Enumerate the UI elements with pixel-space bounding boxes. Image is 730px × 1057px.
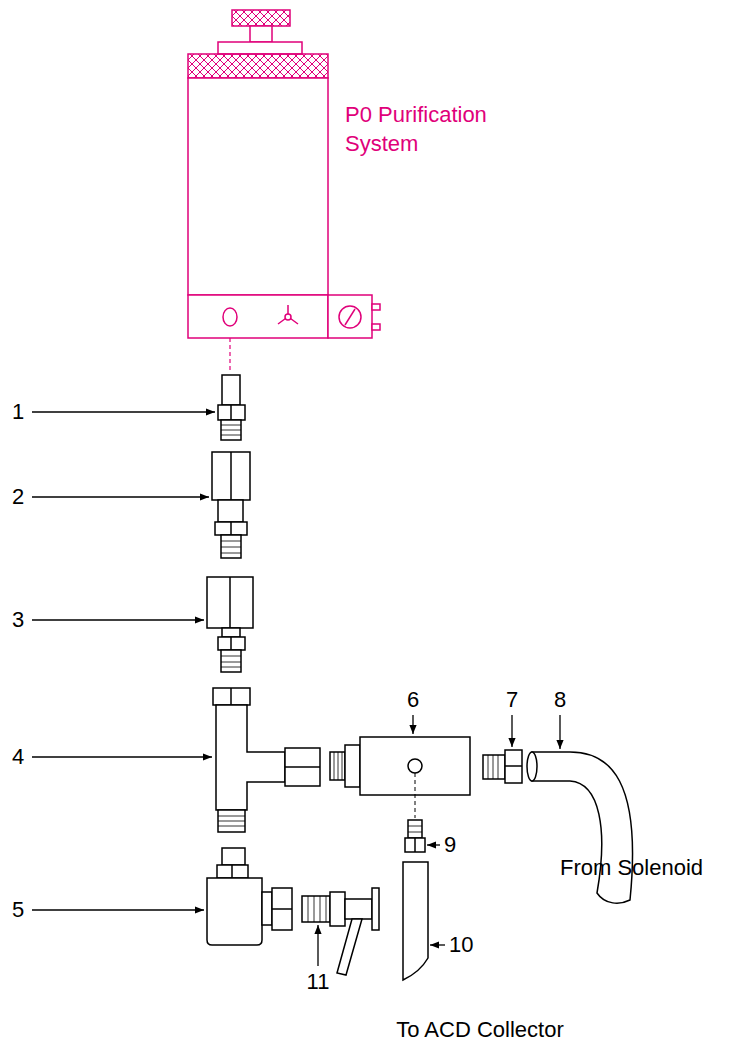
callout-number: 9 (444, 831, 456, 860)
callout-number: 7 (506, 686, 518, 715)
callout-number: 11 (307, 968, 330, 997)
callout-number: 5 (12, 896, 24, 925)
callout-number: 2 (12, 483, 24, 512)
callout-number: 6 (407, 686, 419, 715)
purifier-illustration (188, 10, 380, 338)
leader-lines (32, 412, 560, 966)
callout-number: 1 (12, 398, 24, 427)
callout-number: 3 (12, 606, 24, 635)
callout-number: 4 (12, 743, 24, 772)
dashed-axis (415, 773, 416, 818)
callout-number: 10 (449, 931, 473, 960)
part-label: From Solenoid (560, 854, 703, 883)
part-label: P0 Purification System (345, 101, 535, 158)
dashed-axis (229, 338, 230, 372)
callout-number: 8 (554, 686, 566, 715)
part-label: To ACD Collector (396, 1016, 564, 1045)
fittings (207, 375, 633, 980)
